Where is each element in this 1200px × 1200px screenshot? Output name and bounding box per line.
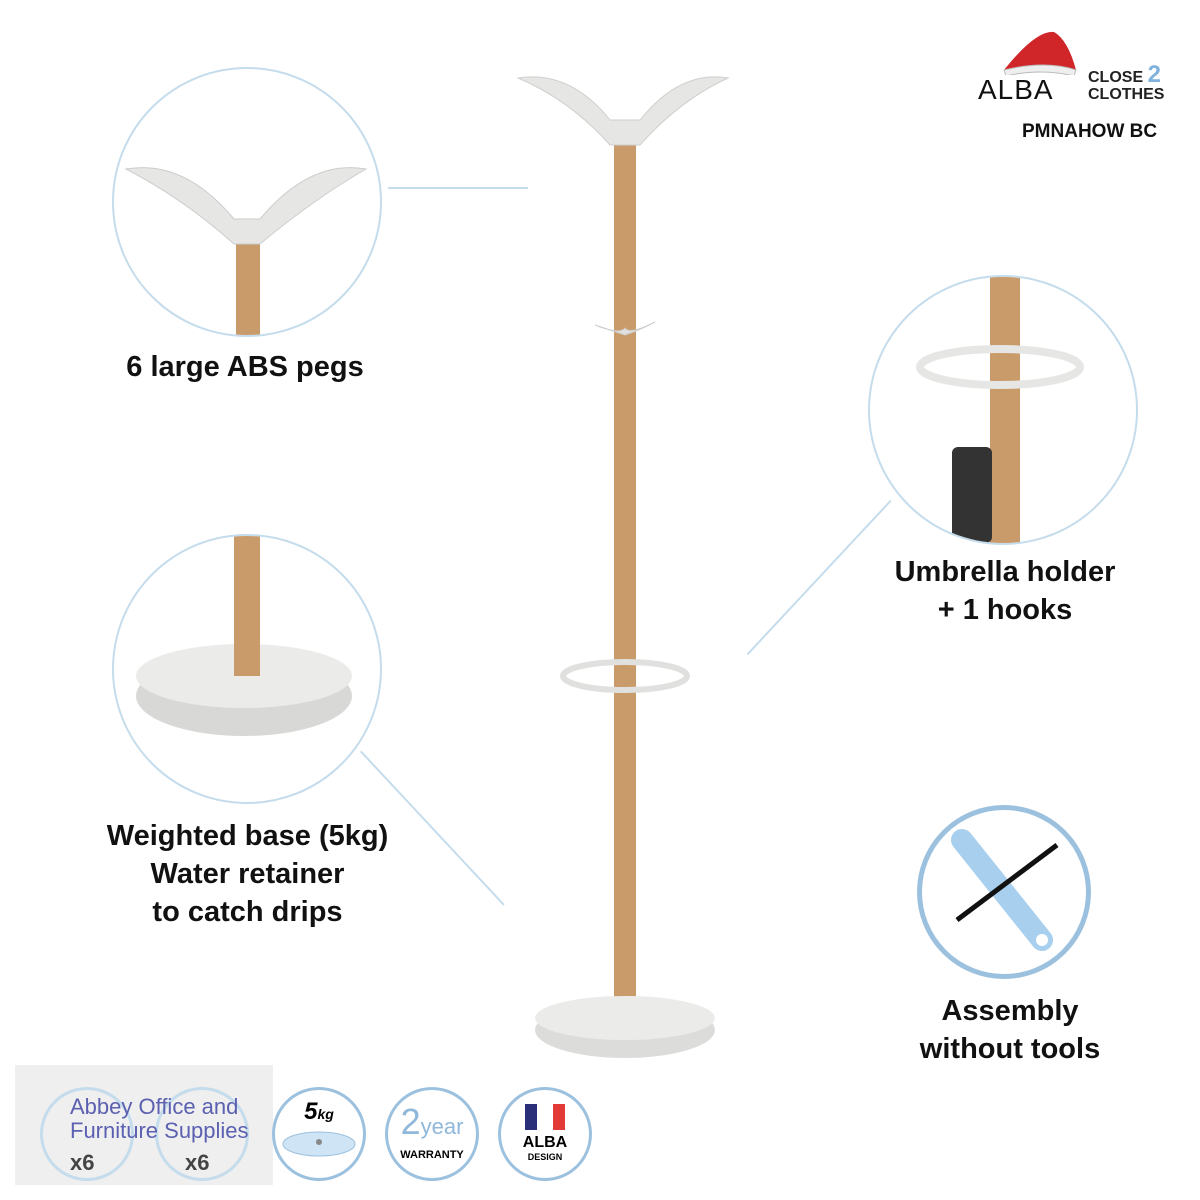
hooks-count: x6 [185,1150,210,1175]
french-flag-icon [525,1104,565,1130]
umbrella-detail-circle [868,275,1138,545]
umbrella-caption: Umbrella holder + 1 hooks [894,556,1116,626]
alba-logo-text: ALBA [978,74,1054,105]
no-tools-icon [917,805,1091,979]
weight-badge: 5kg [272,1087,366,1181]
weight-plate-icon [282,1131,356,1157]
close-text: CLOSE [1088,69,1144,86]
product-code: PMNAHOW BC [1022,121,1158,142]
alba-design-badge: ALBA DESIGN [498,1087,592,1181]
pegs-caption: 6 large ABS pegs [126,351,364,383]
pegs-detail-circle [112,67,382,337]
coat-stand-image [516,76,730,1058]
warranty-badge: 2year WARRANTY [385,1087,479,1181]
base-caption: Weighted base (5kg) Water retainer to ca… [106,820,389,928]
close-2-number: 2 [1147,61,1161,88]
hat-logo-icon [1003,31,1077,75]
pegs-connector-line [388,187,528,189]
base-detail-circle [112,534,382,804]
pegs-count: x6 [70,1150,95,1175]
clothes-text: CLOTHES [1088,86,1165,103]
assembly-caption: Assembly without tools [919,995,1101,1065]
brand-logo: ALBA CLOSE 2 CLOTHES [978,30,1178,110]
